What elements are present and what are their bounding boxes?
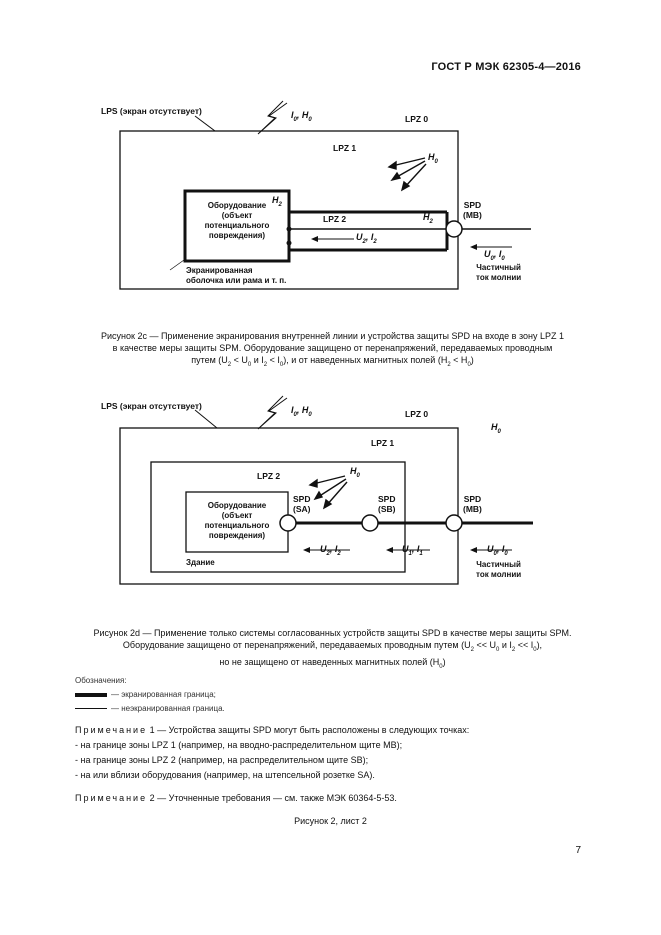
notes: Примечание 1 — Устройства защиты SPD мог… — [75, 723, 635, 806]
h2-left-label: H2 — [272, 195, 282, 208]
building-label: Здание — [186, 558, 215, 567]
u2-i2-label-2d: U2, I2 — [320, 544, 341, 557]
lpz0-label: LPZ 0 — [405, 114, 429, 124]
note-item-3: - на или вблизи оборудования (например, … — [75, 770, 375, 780]
u2-i2-label: U2, I2 — [356, 232, 377, 245]
lpz2-label-2d: LPZ 2 — [257, 471, 281, 481]
figure-label: Рисунок 2, лист 2 — [294, 816, 367, 826]
figure-2c: LPS (экран отсутствует) I0, H0 LPZ 0 LPZ… — [0, 0, 661, 330]
note-item-2: - на границе зоны LPZ 2 (например, на ра… — [75, 755, 369, 765]
u0-i0-label: U0, I0 — [484, 249, 505, 262]
lps-label-2d: LPS (экран отсутствует) — [101, 401, 202, 411]
legend-title: Обозначения: — [75, 676, 127, 685]
h2-right-label: H2 — [423, 212, 433, 225]
spd-sb-label: SPD(SB) — [378, 494, 396, 514]
shielded-line-swatch — [75, 692, 107, 697]
figure-2d: LPS (экран отсутствует) I0, H0 LPZ 0 H0 … — [0, 380, 661, 610]
lpz2-label: LPZ 2 — [323, 214, 347, 224]
page-number: 7 — [575, 845, 581, 856]
u0-i0-label-2d: U0, I0 — [487, 544, 508, 557]
document-header: ГОСТ Р МЭК 62305-4—2016 — [431, 61, 581, 73]
unshielded-line-swatch — [75, 707, 107, 710]
lps-label: LPS (экран отсутствует) — [101, 106, 202, 116]
note-2: Примечание 2 — Уточненные требования — с… — [75, 793, 397, 803]
note-item-1: - на границе зоны LPZ 1 (например, на вв… — [75, 740, 403, 750]
figure-2d-drawing — [119, 395, 533, 585]
surge-i0-label-2d: I0, H0 — [291, 405, 312, 418]
lpz1-label: LPZ 1 — [333, 143, 357, 153]
u1-i1-label: U1, I1 — [402, 544, 423, 557]
legend: Обозначения: — экранированная граница; —… — [75, 676, 375, 713]
lpz0-label-2d: LPZ 0 — [405, 409, 429, 419]
legend-unshielded: — неэкранированная граница. — [75, 704, 375, 713]
h0-outer-label: H0 — [491, 422, 501, 435]
spd-sa-label: SPD(SA) — [293, 494, 311, 514]
caption-2d: Рисунок 2d — Применение только системы с… — [93, 628, 572, 670]
figure-2c-drawing — [119, 100, 531, 290]
h0-label: H0 — [428, 152, 438, 165]
lpz1-label-2d: LPZ 1 — [371, 438, 395, 448]
h0-inner-label: H0 — [350, 466, 360, 479]
note-1: Примечание 1 — Устройства защиты SPD мог… — [75, 725, 470, 735]
spd-mb-label: SPD(MB) — [463, 200, 482, 220]
caption-2c: Рисунок 2с — Применение экранирования вн… — [101, 331, 564, 368]
legend-shielded: — экранированная граница; — [75, 690, 375, 699]
spd-mb-label-2d: SPD(MB) — [463, 494, 482, 514]
surge-i0-label: I0, H0 — [291, 110, 312, 123]
